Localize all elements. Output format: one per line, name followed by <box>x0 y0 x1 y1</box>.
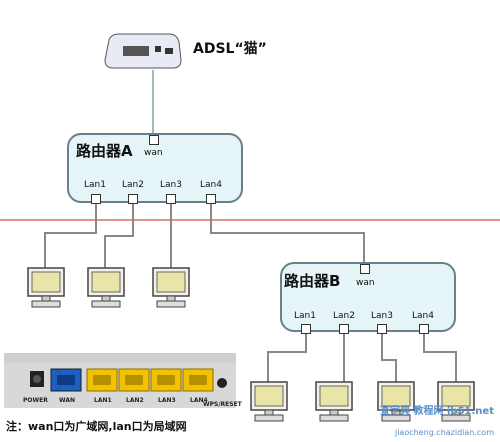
router-ports-illustration <box>4 353 236 408</box>
router-a-lan3-label: Lan3 <box>160 180 182 190</box>
adsl-modem-icon <box>104 33 182 69</box>
router-a-lan2-label: Lan2 <box>122 180 144 190</box>
routerA-lan1-cable <box>44 203 97 268</box>
router-b-lan4-port <box>419 324 429 334</box>
computer-icon <box>437 381 475 422</box>
computer-icon <box>152 267 190 308</box>
routerB-lan3-cable <box>381 331 397 382</box>
footnote: 注：wan口为广域网,lan口为局域网 <box>6 420 187 433</box>
router-a-wan-label: wan <box>144 148 163 158</box>
panel-label-lan3: LAN3 <box>158 397 176 404</box>
router-a-lan2-port <box>128 194 138 204</box>
router-b-title: 路由器B <box>284 272 341 290</box>
router-a-lan3-port <box>166 194 176 204</box>
panel-label-lan1: LAN1 <box>94 397 112 404</box>
routerA-lan4-cable <box>210 203 365 266</box>
panel-label-wan: WAN <box>59 397 76 404</box>
panel-label-wps-reset: WPS/RESET <box>203 401 242 408</box>
router-b-lan2-port <box>339 324 349 334</box>
computer-icon <box>27 267 65 308</box>
router-back-panel: POWER WAN LAN1 LAN2 LAN3 LAN4 WPS/RESET <box>4 353 242 408</box>
router-b-lan1-label: Lan1 <box>294 311 316 321</box>
router-b-lan3-port <box>377 324 387 334</box>
watermark-text: 查字典 教程网 jb51.net <box>380 406 494 417</box>
router-a-lan1-port <box>91 194 101 204</box>
computer-icon <box>315 381 353 422</box>
router-b-lan4-label: Lan4 <box>412 311 434 321</box>
panel-label-lan4: LAN4 <box>190 397 208 404</box>
panel-label-power: POWER <box>23 397 48 404</box>
routerB-lan1-cable <box>267 331 307 382</box>
computer-icon <box>250 381 288 422</box>
router-a-title: 路由器A <box>76 142 133 160</box>
router-a-lan4-label: Lan4 <box>200 180 222 190</box>
router-b-wan-label: wan <box>356 278 375 288</box>
watermark-url: jiaocheng.chazidian.com <box>394 428 494 437</box>
router-b-lan1-port <box>301 324 311 334</box>
router-b-lan2-label: Lan2 <box>333 311 355 321</box>
modem-label: ADSL“猫” <box>193 41 267 57</box>
computer-icon <box>87 267 125 308</box>
panel-label-lan2: LAN2 <box>126 397 144 404</box>
router-b-wan-port <box>360 264 370 274</box>
router-a-lan1-label: Lan1 <box>84 180 106 190</box>
router-a-wan-port <box>149 135 159 145</box>
routerA-lan2-cable <box>104 203 134 268</box>
router-b-lan3-label: Lan3 <box>371 311 393 321</box>
router-a-lan4-port <box>206 194 216 204</box>
computer-icon <box>377 381 415 422</box>
routerB-lan4-cable <box>423 331 457 382</box>
